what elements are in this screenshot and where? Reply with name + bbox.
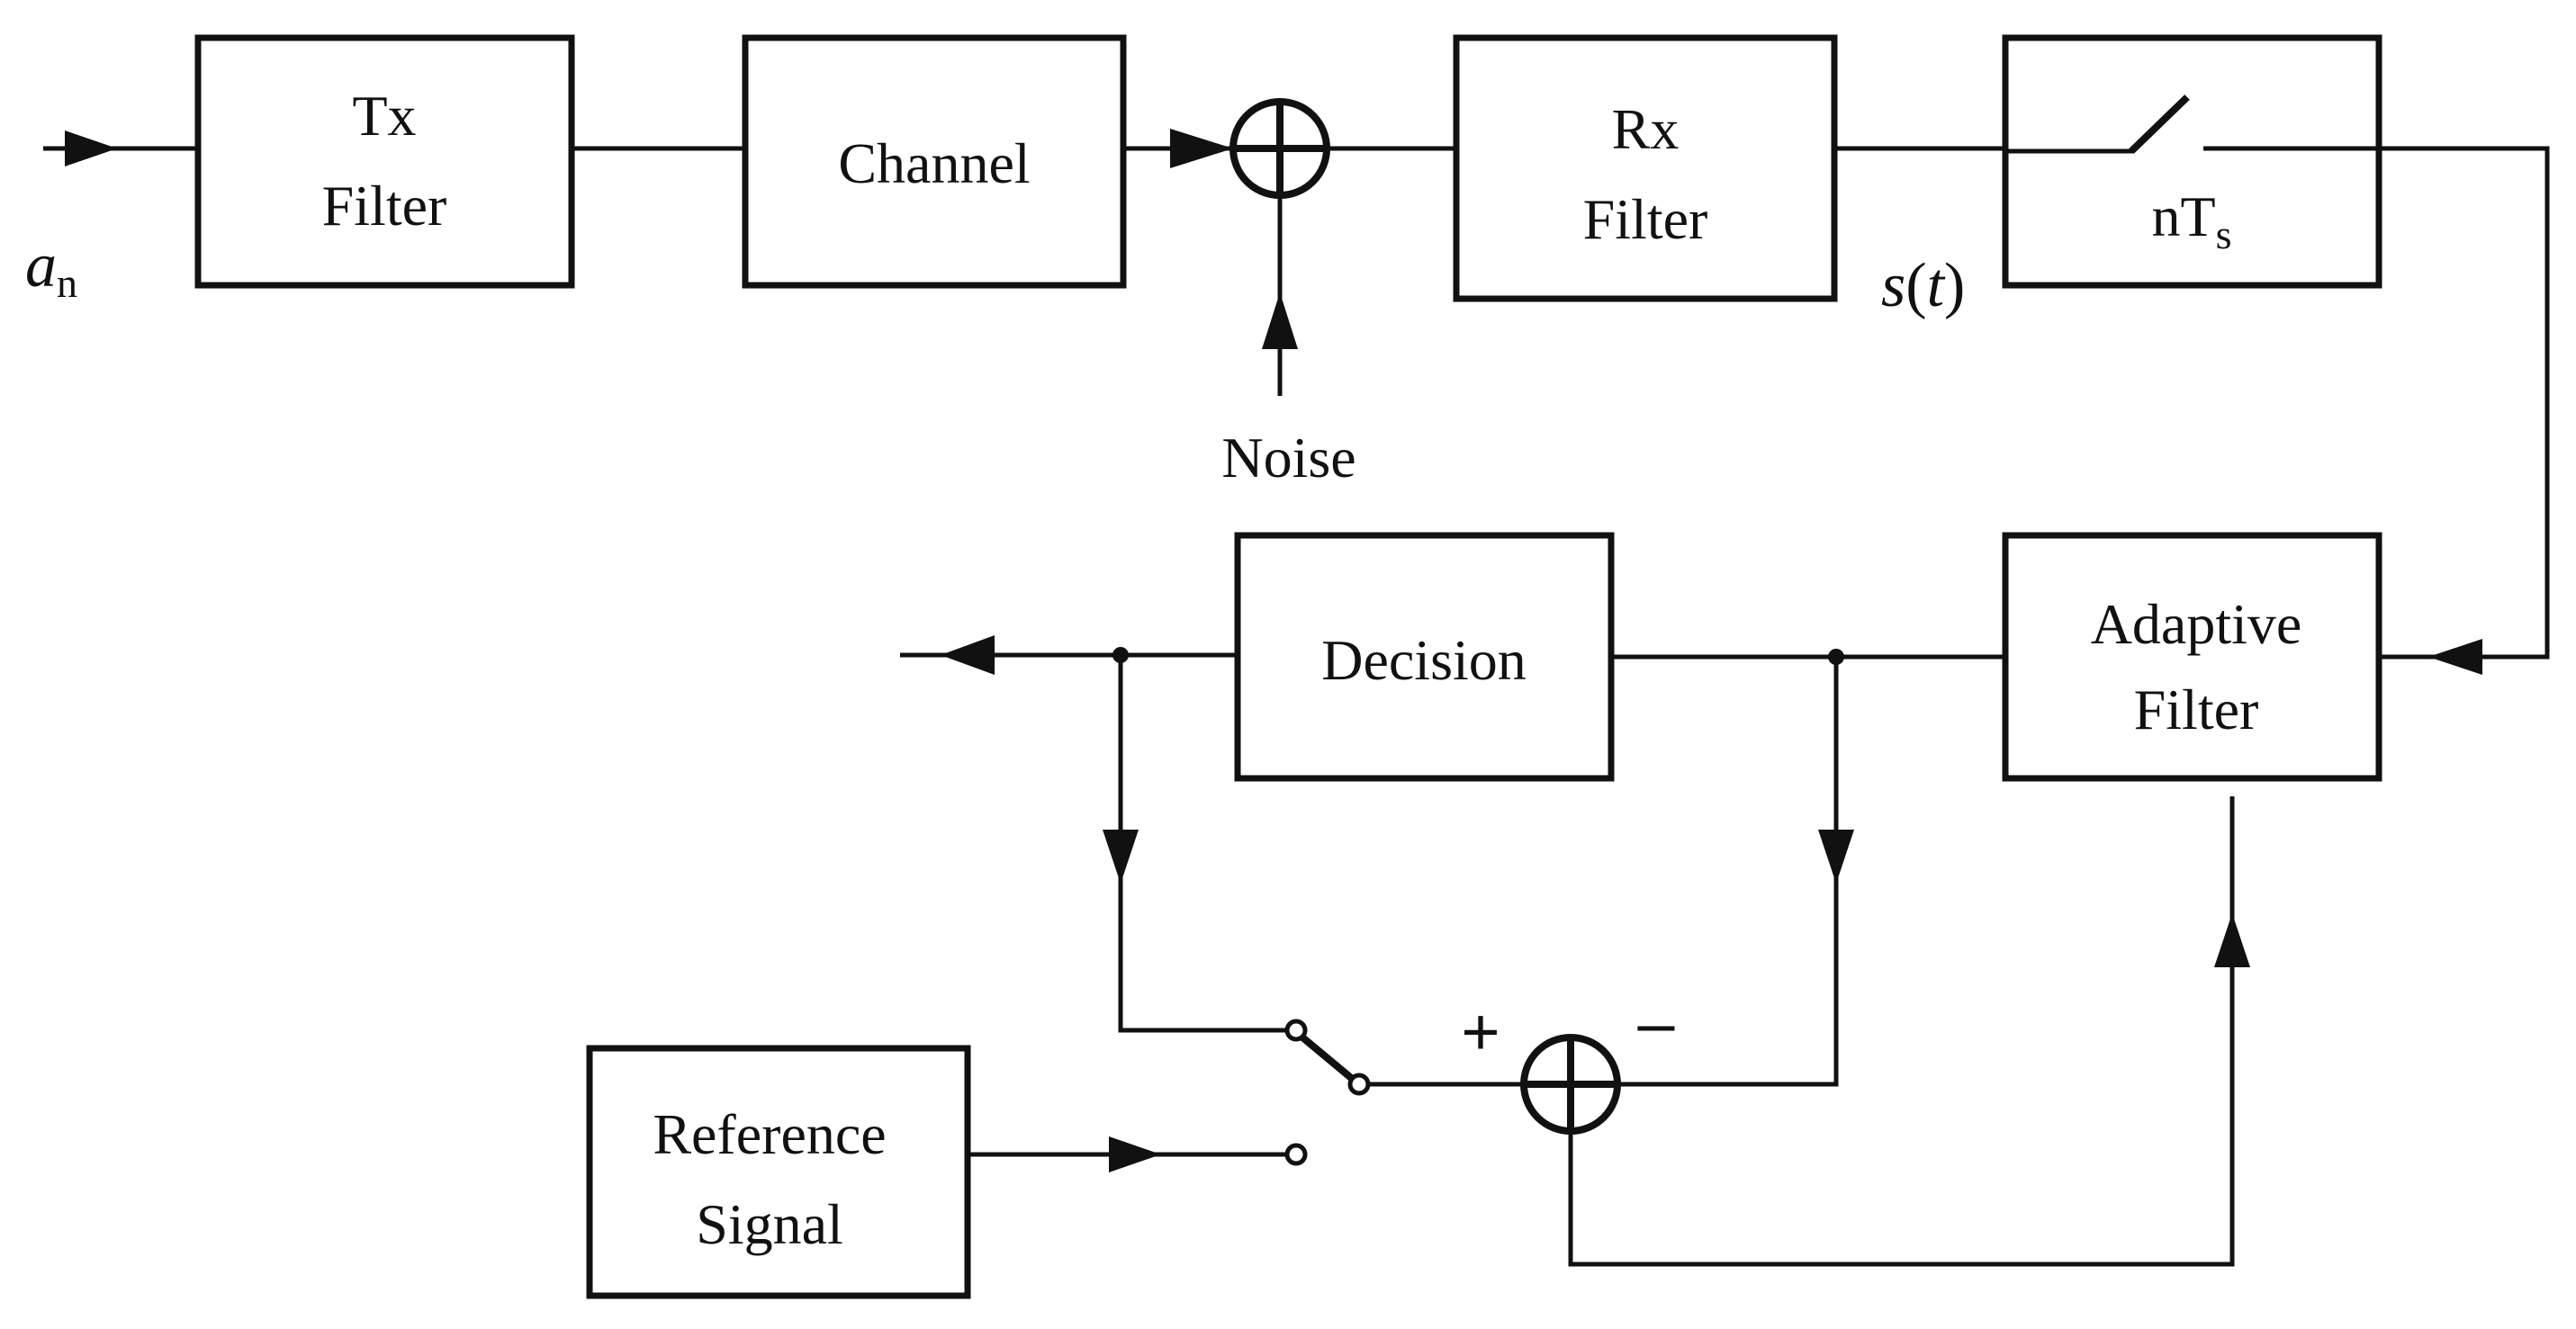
mode-switch[interactable]	[1284, 1019, 1371, 1166]
rx-output-fn: s	[1881, 251, 1905, 320]
decision-feedback-wire	[1103, 655, 1296, 1033]
decision-feedback-arrowhead	[1103, 830, 1139, 884]
sampler-label-base: nT	[2152, 184, 2216, 248]
channel-block: Channel	[742, 34, 1127, 289]
equalizer-output-to-summer-wire	[1617, 657, 1854, 1087]
reference-signal-block: Reference Signal	[586, 1045, 971, 1299]
error-summer-plus-sign: +	[1461, 994, 1500, 1069]
sampler-to-adaptive-wire	[2379, 146, 2550, 675]
adaptive-filter-label-line2: Filter	[2134, 678, 2259, 741]
input-symbol-sub: n	[57, 260, 77, 306]
tx-filter-label-line2: Filter	[322, 174, 447, 238]
sampler-block: nTs	[2002, 34, 2382, 289]
switch-terminal-decision	[1284, 1019, 1308, 1042]
rx-output-arg: t	[1927, 251, 1946, 320]
decision-block: Decision	[1234, 532, 1615, 782]
switch-terminal-reference	[1284, 1143, 1308, 1166]
error-summer-minus-sign: –	[1637, 985, 1675, 1060]
error-feedback-arrowhead	[2214, 913, 2250, 967]
input-symbol: an	[25, 231, 77, 306]
reference-signal-label-line1: Reference	[653, 1102, 886, 1166]
channel-to-summer-arrowhead	[1170, 129, 1233, 168]
switch-pivot	[1347, 1073, 1371, 1096]
sampler-label-sub: s	[2216, 211, 2232, 257]
adaptive-filter-label-line1: Adaptive	[2091, 592, 2302, 656]
switch-blade	[1299, 1033, 1358, 1085]
noise-input-wire	[1262, 195, 1298, 396]
adaptive-filter-block: Adaptive Filter	[2002, 532, 2382, 782]
tx-filter-block: Tx Filter	[194, 34, 575, 289]
noise-summer	[1229, 98, 1330, 199]
equalizer-output-arrowhead	[1818, 830, 1854, 884]
rx-filter-label-line1: Rx	[1612, 97, 1680, 161]
reference-arrowhead	[1109, 1136, 1161, 1172]
channel-label: Channel	[838, 131, 1030, 195]
error-summer	[1520, 1034, 1621, 1135]
error-feedback-wire	[1568, 796, 2250, 1267]
noise-label: Noise	[1221, 426, 1356, 489]
decision-label: Decision	[1321, 628, 1527, 692]
reference-to-switch-wire	[968, 1136, 1287, 1172]
rx-output-symbol: s(t)	[1881, 251, 1965, 320]
tx-filter-label-line1: Tx	[352, 84, 416, 148]
sampling-switch	[2005, 94, 2379, 154]
rx-filter-block: Rx Filter	[1453, 34, 1838, 302]
input-wire	[43, 130, 198, 166]
rx-filter-label-line2: Filter	[1583, 187, 1708, 251]
channel-to-summer-wire	[1123, 129, 1233, 168]
input-symbol-base: a	[25, 231, 57, 301]
sampler-to-adaptive-arrowhead	[2428, 639, 2482, 675]
output-arrowhead	[941, 635, 995, 675]
noise-arrowhead	[1262, 292, 1298, 349]
input-arrowhead	[65, 130, 117, 166]
reference-signal-label-line2: Signal	[696, 1192, 843, 1256]
output-wire	[900, 635, 1238, 675]
sampler-label: nTs	[2152, 184, 2232, 257]
